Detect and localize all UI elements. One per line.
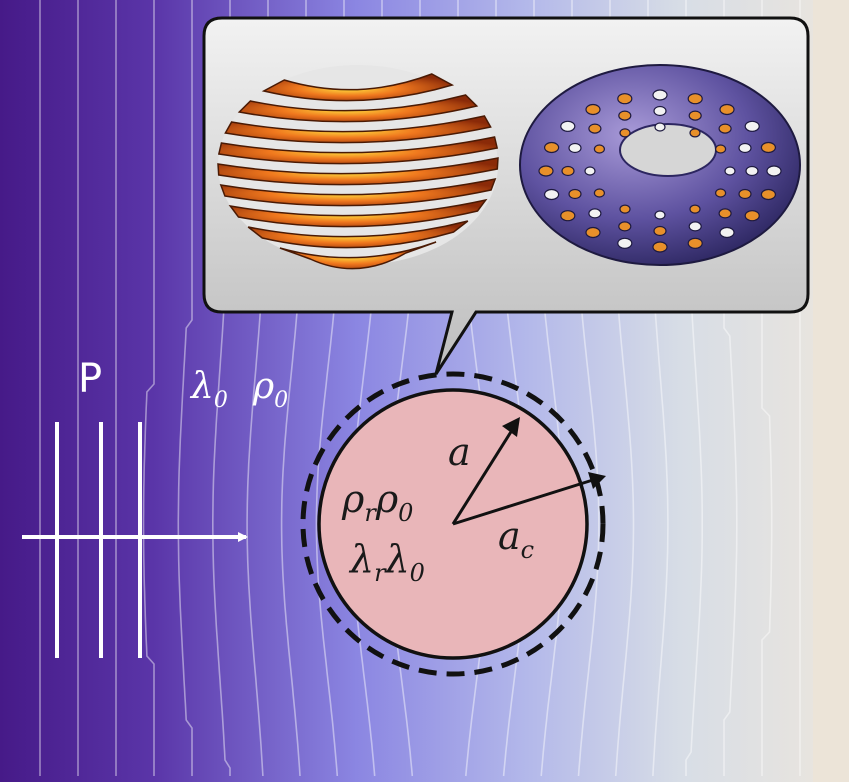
- torus-perforation: [760, 141, 777, 154]
- torus-perforation: [593, 144, 606, 154]
- cloak-radius-line: [452, 477, 597, 526]
- sphere-stripe: [219, 177, 497, 207]
- torus-perforation: [619, 128, 631, 138]
- background-lambda: λ0: [189, 366, 228, 413]
- torus-perforation: [744, 120, 760, 132]
- scatterer: a ac ρrρ0 λrλ0: [300, 371, 606, 677]
- torus-perforation: [561, 165, 575, 177]
- torus-perforation: [719, 103, 735, 116]
- sphere-stripe: [217, 157, 499, 186]
- torus-perforation: [538, 165, 554, 177]
- torus-perforation: [560, 120, 576, 132]
- torus-perforation: [584, 166, 596, 176]
- torus-perforation: [568, 188, 582, 200]
- cloak-radius-arrowhead: [588, 472, 606, 489]
- sphere-stripe: [237, 94, 479, 123]
- torus-perforation: [652, 241, 668, 253]
- sphere-stripe: [261, 73, 455, 102]
- torus-perforation: [618, 110, 632, 121]
- torus-perforation: [766, 165, 782, 177]
- sphere-stripe: [279, 241, 437, 270]
- torus-perforation: [653, 105, 667, 117]
- perforated-torus-icon: [519, 64, 801, 266]
- torus-perforation: [543, 141, 560, 154]
- incident-wave: P: [22, 356, 248, 658]
- torus-perforation: [714, 188, 727, 198]
- sphere-stripe: [228, 198, 488, 228]
- contour-line: [177, 0, 193, 776]
- torus-hole: [619, 123, 717, 177]
- torus-perforation: [738, 142, 752, 154]
- inset-callout: [202, 16, 810, 375]
- cloak-boundary: [300, 371, 606, 677]
- contour-line: [142, 0, 155, 776]
- torus-perforation: [745, 165, 759, 177]
- torus-perforation: [714, 144, 727, 154]
- torus-perforation: [654, 210, 666, 220]
- torus-perforation: [560, 210, 576, 222]
- sphere-stripe: [217, 136, 499, 165]
- sphere-stripe: [224, 115, 492, 144]
- torus-perforation: [585, 103, 601, 116]
- field-edge-band: [813, 0, 849, 782]
- torus-perforation: [760, 188, 777, 201]
- torus-perforation: [687, 237, 703, 249]
- torus-perforation: [619, 204, 631, 214]
- torus-perforation: [617, 93, 633, 105]
- torus-perforation: [653, 225, 667, 237]
- torus-perforation: [688, 110, 702, 121]
- inner-radius-arrowhead: [502, 417, 520, 437]
- torus-perforation: [689, 128, 701, 138]
- torus-perforation: [618, 221, 632, 232]
- sphere-stripe: [247, 220, 469, 249]
- torus-perforation: [718, 123, 732, 134]
- torus-perforation: [588, 208, 602, 219]
- torus-perforation: [718, 208, 732, 219]
- torus-perforation: [738, 188, 752, 200]
- wave-label: P: [78, 356, 102, 402]
- torus-perforation: [654, 122, 666, 132]
- torus-perforation: [593, 188, 606, 198]
- torus-perforation: [585, 226, 601, 239]
- scatterer-modulus: λrλ0: [348, 537, 425, 587]
- cloak-radius-label: ac: [498, 514, 534, 564]
- torus-perforation: [652, 89, 668, 101]
- striped-sphere-icon: [217, 65, 499, 270]
- torus-perforation: [744, 210, 760, 222]
- scatterer-density: ρrρ0: [341, 477, 413, 527]
- torus-perforation: [568, 142, 582, 154]
- background-medium-params: λ0 ρ0: [189, 366, 288, 413]
- torus-perforation: [543, 188, 560, 201]
- torus-perforation: [588, 123, 602, 134]
- torus-perforation: [617, 237, 633, 249]
- torus-perforation: [719, 226, 735, 239]
- torus-perforation: [688, 221, 702, 232]
- torus-perforation: [724, 166, 736, 176]
- inner-radius-label: a: [448, 430, 471, 474]
- torus-perforation: [687, 93, 703, 105]
- torus-perforation: [689, 204, 701, 214]
- background-rho: ρ0: [252, 366, 288, 413]
- inner-radius-line: [451, 426, 516, 525]
